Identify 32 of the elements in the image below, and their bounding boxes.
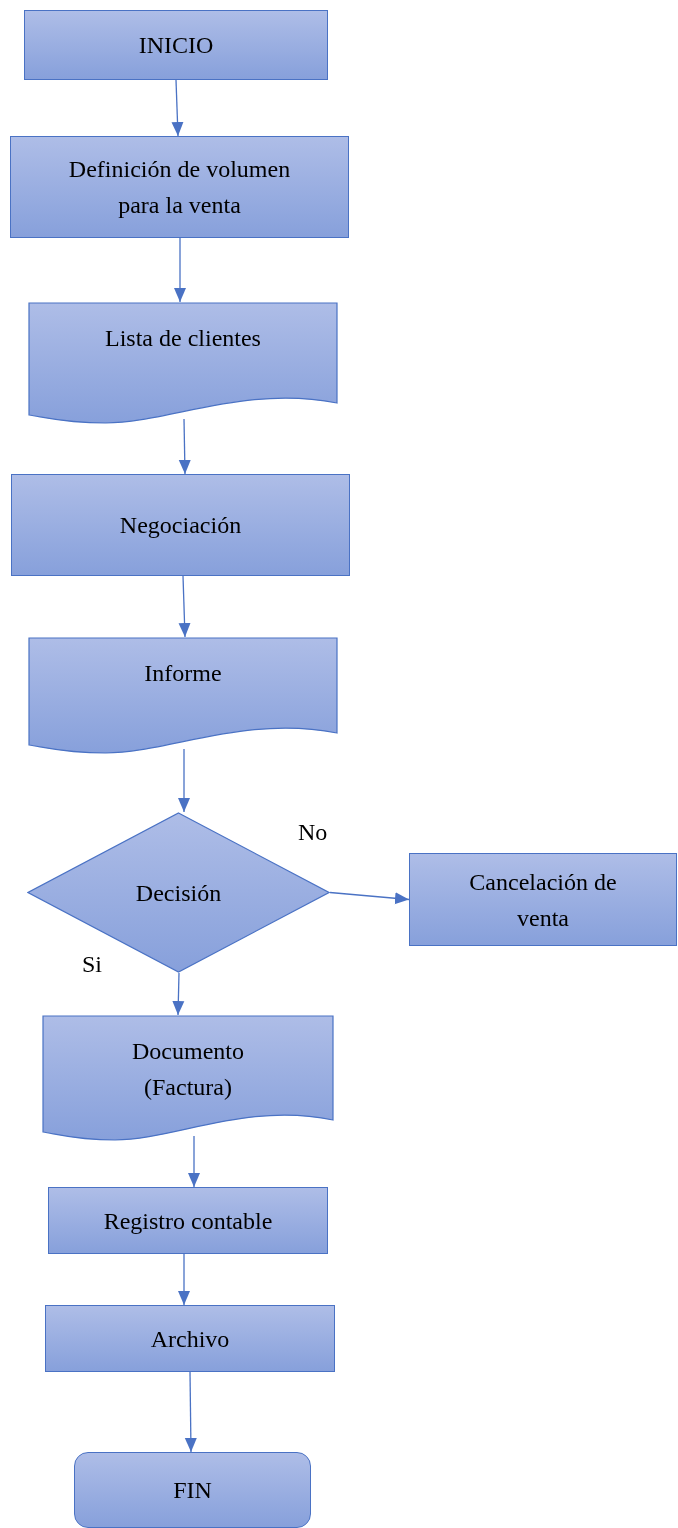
process-box xyxy=(409,853,677,946)
arrow xyxy=(188,1135,200,1188)
node-text: INICIO xyxy=(137,31,215,60)
node-text: FIN xyxy=(172,1476,213,1505)
node-text: Informe xyxy=(143,659,223,688)
process-box xyxy=(11,474,350,576)
arrow xyxy=(174,237,186,303)
process-box xyxy=(10,136,349,238)
node-text: Registro contable xyxy=(102,1206,274,1236)
node-text: Documento (Factura) xyxy=(131,1037,245,1102)
document-shape xyxy=(42,1015,334,1142)
arrow xyxy=(178,418,191,475)
node-text: Decisión xyxy=(134,878,223,908)
arrow xyxy=(171,79,184,137)
document-shape xyxy=(28,637,338,755)
arrow xyxy=(172,972,185,1016)
node-text: Cancelación de venta xyxy=(468,867,618,933)
node-text: Negociación xyxy=(118,511,243,540)
arrow xyxy=(178,748,190,813)
process-box xyxy=(45,1305,335,1372)
process-box xyxy=(48,1187,328,1254)
node-text: Archivo xyxy=(149,1324,231,1354)
arrow xyxy=(184,1371,197,1453)
node-text: Lista de clientes xyxy=(104,324,262,353)
document-shape xyxy=(28,302,338,425)
arrow xyxy=(178,575,191,638)
arrow xyxy=(329,891,410,905)
decision-diamond xyxy=(27,812,330,973)
node-text: Definición de volumen para la venta xyxy=(67,155,292,220)
arrow xyxy=(178,1253,190,1306)
start-box xyxy=(24,10,328,80)
end-terminal xyxy=(74,1452,311,1528)
